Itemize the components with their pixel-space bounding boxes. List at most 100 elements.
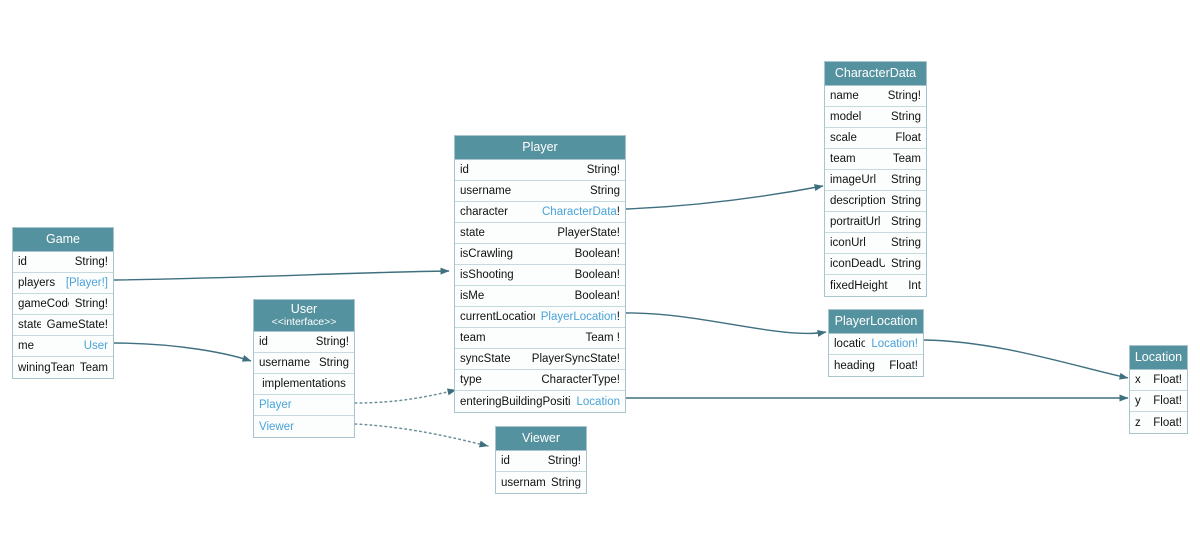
entity-player[interactable]: Player id String! username String charac… xyxy=(454,135,626,413)
field-type: CharacterData! xyxy=(542,206,620,218)
field-characterdata-icondeadurl[interactable]: iconDeadUrl String xyxy=(825,254,926,275)
edge-player-character-to-characterdata xyxy=(625,184,824,210)
field-player-type[interactable]: type CharacterType! xyxy=(455,370,625,391)
field-type: String! xyxy=(74,256,108,268)
field-player-isme[interactable]: isMe Boolean! xyxy=(455,286,625,307)
entity-characterdata[interactable]: CharacterData name String! model String … xyxy=(824,61,927,297)
field-player-currentlocation[interactable]: currentLocation PlayerLocation! xyxy=(455,307,625,328)
field-name: z xyxy=(1135,416,1141,429)
field-player-iscrawling[interactable]: isCrawling Boolean! xyxy=(455,244,625,265)
field-player-state[interactable]: state PlayerState! xyxy=(455,223,625,244)
edge-game-players-to-player xyxy=(113,267,450,281)
user-implementation-viewer[interactable]: Viewer xyxy=(254,416,354,437)
field-name: type xyxy=(460,374,482,386)
field-type: Location xyxy=(576,395,620,408)
field-type: Team xyxy=(79,361,108,374)
field-name: team xyxy=(830,153,856,165)
entity-game[interactable]: Game id String! players [Player!] gameCo… xyxy=(12,227,114,379)
field-game-winingteam[interactable]: winingTeam Team xyxy=(13,357,113,378)
field-type: String xyxy=(318,357,349,369)
field-name: state xyxy=(18,319,41,331)
field-type: Team xyxy=(892,153,921,165)
field-type: GameState! xyxy=(46,319,108,331)
edge-user-implements-viewer xyxy=(354,423,489,448)
field-characterdata-name[interactable]: name String! xyxy=(825,86,926,107)
implementation-name: Viewer xyxy=(259,420,294,433)
field-type: String xyxy=(589,185,620,197)
field-type: Float! xyxy=(1153,416,1182,429)
field-name: x xyxy=(1135,374,1141,386)
field-player-isshooting[interactable]: isShooting Boolean! xyxy=(455,265,625,286)
field-type: Float! xyxy=(889,359,918,372)
entity-viewer[interactable]: Viewer id String! username String xyxy=(495,426,587,494)
field-name: syncState xyxy=(460,353,511,365)
field-characterdata-fixedheight[interactable]: fixedHeight Int xyxy=(825,275,926,296)
field-characterdata-imageurl[interactable]: imageUrl String xyxy=(825,170,926,191)
field-player-username[interactable]: username String xyxy=(455,181,625,202)
field-game-state[interactable]: state GameState! xyxy=(13,315,113,336)
field-type-ref: PlayerLocation xyxy=(540,311,617,323)
field-type: String! xyxy=(74,298,108,310)
field-type: Float xyxy=(895,132,921,144)
entity-characterdata-header: CharacterData xyxy=(825,62,926,86)
field-characterdata-team[interactable]: team Team xyxy=(825,149,926,170)
field-player-character[interactable]: character CharacterData! xyxy=(455,202,625,223)
implementations-label: implementations xyxy=(262,378,346,390)
field-name: username xyxy=(460,185,512,197)
field-player-syncstate[interactable]: syncState PlayerSyncState! xyxy=(455,349,625,370)
field-playerlocation-heading[interactable]: heading Float! xyxy=(829,355,923,376)
field-location-x[interactable]: x Float! xyxy=(1130,370,1187,391)
field-type: PlayerState! xyxy=(557,227,620,239)
field-type: String xyxy=(890,237,921,249)
user-implementations-label: implementations xyxy=(254,374,354,395)
field-name: isMe xyxy=(460,290,485,302)
field-game-players[interactable]: players [Player!] xyxy=(13,273,113,294)
field-name: me xyxy=(18,340,34,352)
entity-user[interactable]: User <<interface>> id String! username S… xyxy=(253,299,355,438)
field-game-me[interactable]: me User xyxy=(13,336,113,357)
field-type: Team ! xyxy=(585,332,620,344)
field-type: String xyxy=(890,174,921,186)
entity-game-title: Game xyxy=(45,232,81,246)
entity-viewer-title: Viewer xyxy=(522,431,560,445)
field-type: PlayerSyncState! xyxy=(531,353,620,365)
implementation-name: Player xyxy=(259,399,292,411)
user-implementation-player[interactable]: Player xyxy=(254,395,354,416)
field-name: gameCode xyxy=(18,298,69,310)
field-user-id[interactable]: id String! xyxy=(254,332,354,353)
field-type: [Player!] xyxy=(65,277,108,289)
field-user-username[interactable]: username String xyxy=(254,353,354,374)
field-name: currentLocation xyxy=(460,311,535,323)
field-type: String xyxy=(890,195,921,207)
field-playerlocation-location[interactable]: location Location! xyxy=(829,334,923,355)
field-type: String xyxy=(890,258,921,270)
field-viewer-username[interactable]: username String xyxy=(496,472,586,493)
field-player-team[interactable]: team Team ! xyxy=(455,328,625,349)
field-name: id xyxy=(460,164,469,176)
entity-location-header: Location xyxy=(1130,346,1187,370)
field-name: iconDeadUrl xyxy=(830,258,885,270)
field-game-id[interactable]: id String! xyxy=(13,252,113,273)
field-name: imageUrl xyxy=(830,174,877,186)
field-location-y[interactable]: y Float! xyxy=(1130,391,1187,412)
field-name: enteringBuildingPosition xyxy=(460,395,571,408)
field-location-z[interactable]: z Float! xyxy=(1130,412,1187,433)
edge-player-currentlocation-to-playerlocation xyxy=(625,312,827,337)
field-type: Location! xyxy=(871,338,918,350)
field-type: CharacterType! xyxy=(541,374,620,386)
entity-location[interactable]: Location x Float! y Float! z Float! xyxy=(1129,345,1188,434)
field-player-enteringbuildingposition[interactable]: enteringBuildingPosition Location xyxy=(455,391,625,412)
field-player-id[interactable]: id String! xyxy=(455,160,625,181)
field-viewer-id[interactable]: id String! xyxy=(496,451,586,472)
field-game-gamecode[interactable]: gameCode String! xyxy=(13,294,113,315)
field-characterdata-scale[interactable]: scale Float xyxy=(825,128,926,149)
field-characterdata-portraiturl[interactable]: portraitUrl String xyxy=(825,212,926,233)
field-name: location xyxy=(834,338,865,350)
entity-user-title: User xyxy=(290,302,318,316)
field-type: Boolean! xyxy=(574,269,620,281)
field-characterdata-description[interactable]: description String xyxy=(825,191,926,212)
field-characterdata-iconurl[interactable]: iconUrl String xyxy=(825,233,926,254)
entity-playerlocation[interactable]: PlayerLocation location Location! headin… xyxy=(828,309,924,377)
field-characterdata-model[interactable]: model String xyxy=(825,107,926,128)
field-name: y xyxy=(1135,395,1141,407)
